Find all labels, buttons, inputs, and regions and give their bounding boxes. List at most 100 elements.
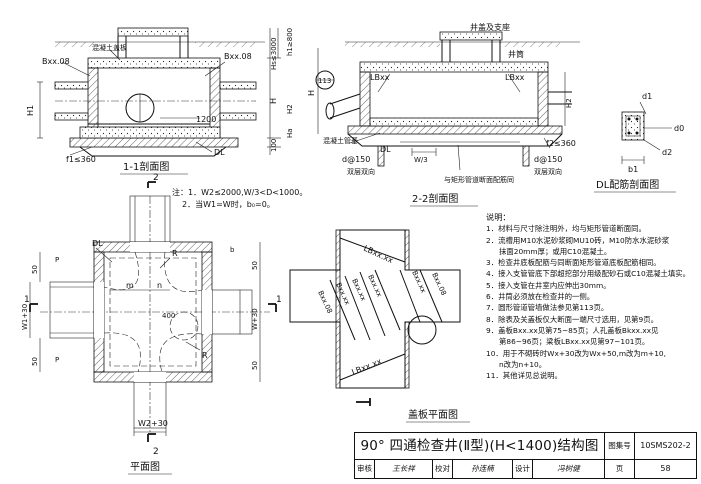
- label-b: b: [230, 246, 235, 254]
- label-w1-30: W1+30: [21, 304, 29, 330]
- note-item-4: 4．接入支管管底下部超挖部分用级配砂石或C10混凝土填实。: [486, 269, 691, 279]
- label-h2-11: H2: [286, 104, 294, 114]
- label-50-c: 50: [251, 261, 259, 270]
- figure-note-line-2: 2．当W1=W时，b₀=0。: [182, 199, 275, 209]
- label-well-cover: 井盖及支座: [470, 22, 510, 32]
- label-50-b: 50: [31, 357, 39, 366]
- label-n: n: [157, 281, 162, 290]
- atlas-number: 10SMS202-2: [635, 433, 696, 460]
- note-item-10-cont: n改为n+10。: [499, 359, 547, 369]
- note-item-9: 9．盖板Bxx.xx见第75~85页；人孔盖板Bkxx.xx见: [486, 325, 659, 335]
- label-1-left: 1: [24, 295, 30, 305]
- label-p-top: P: [55, 256, 59, 264]
- label-d0: d0: [674, 124, 684, 133]
- label-w2-30: W2+30: [138, 419, 168, 428]
- cover-plan: LBxx.xx LBxx.xx Bxx.08 Bxx.xx Bxx.xx Bxx…: [289, 229, 470, 423]
- label-pipe-base: 混凝土管基: [323, 136, 358, 145]
- review-name: 王长祥: [375, 460, 433, 478]
- figure-note-line-1: 注：1．W2≤2000,W/3<D<1000。: [172, 187, 307, 197]
- label-h-22: H: [307, 90, 316, 96]
- page-number: 58: [660, 464, 671, 473]
- label-d1: d1: [642, 92, 652, 101]
- label-2-top: 2: [153, 173, 159, 183]
- label-lbxx-right: LBxx: [505, 73, 525, 82]
- label-d150-left: d@150: [342, 155, 370, 164]
- note-item-1: 1．材料与尺寸除注明外，均与矩形管道断面同。: [486, 224, 646, 234]
- label-50-a: 50: [31, 265, 39, 274]
- note-item-2: 2．流槽用M10水泥砂浆砌MU10砖，M10防水水泥砂浆: [486, 235, 670, 245]
- note-item-6: 6．井筒必须放在检查井的一侧。: [486, 292, 595, 302]
- check-name: 孙连楠: [453, 460, 513, 478]
- label-concrete-cover: 混凝土盖板: [92, 43, 127, 52]
- label-f1: f1≤360: [66, 155, 96, 164]
- plan-view: 2 2 1 1 DL R R m n 400 W2+30 W1+30 W+30 …: [21, 173, 282, 475]
- label-w-30: W+30: [251, 308, 259, 330]
- label-p-bottom: P: [55, 356, 59, 364]
- dl-detail: d1 d2 d0 b1 DL配筋剖面图: [594, 92, 684, 193]
- note-item-8: 8．除表及关盖板仅大断面一端尺寸选用，见第9页。: [486, 314, 659, 324]
- note-item-11: 11．其他详见总说明。: [486, 371, 562, 381]
- page-label: 页: [605, 460, 635, 478]
- notes-block: 说明： 1．材料与尺寸除注明外，均与矩形管道断面同。 2．流槽用M10水泥砂浆砌…: [486, 212, 696, 381]
- section-1-1-title: 1-1剖面图: [123, 160, 169, 173]
- note-item-3: 3．检查井底板配筋与同断面矩形管道底板配筋相同。: [486, 258, 661, 268]
- cover-plan-title: 盖板平面图: [408, 408, 458, 421]
- figure-note: 注：1．W2≤2000,W/3<D<1000。 2．当W1=W时，b₀=0。: [172, 187, 307, 209]
- plan-view-title: 平面图: [130, 461, 160, 473]
- label-w3: W/3: [414, 156, 428, 164]
- label-bxx-08-cover-b: Bxx.08: [430, 271, 447, 296]
- check-label: 校对: [433, 460, 453, 478]
- label-well-shaft: 井筒: [508, 49, 524, 59]
- note-item-9-cont: 第86~96页；梁板LBxx.xx见第97~101页。: [499, 337, 650, 347]
- label-lbxx-cover-bottom: LBxx.xx: [350, 357, 383, 377]
- label-100: 100: [270, 139, 278, 152]
- label-113: 113: [318, 77, 331, 85]
- label-d2: d2: [662, 148, 672, 157]
- drawing-title: 90° 四通检查井(Ⅱ型)(H<1400)结构图: [355, 433, 605, 460]
- label-1200: 1200: [196, 115, 216, 124]
- label-bxx-xx-b: Bxx.xx: [350, 277, 367, 302]
- note-item-7: 7．圆形管道管墙做法参见第113页。: [486, 303, 609, 313]
- section-2-2-title: 2-2剖面图: [412, 192, 458, 205]
- label-b1: b1: [628, 165, 638, 174]
- note-item-2-cont: 抹面20mm厚；或用C10混凝土。: [499, 246, 612, 256]
- label-bxx-08-cover-a: Bxx.08: [316, 289, 333, 314]
- label-h1-800: h1≥800: [286, 28, 294, 56]
- label-same-as-rect: 与矩形管道断面配筋同: [444, 175, 514, 184]
- label-double-right: 双层双向: [534, 167, 562, 176]
- label-lbxx-cover-top: LBxx.xx: [362, 244, 395, 266]
- design-name: 冯树健: [533, 460, 605, 478]
- label-ha: Ha: [286, 128, 294, 138]
- label-400: 400: [162, 312, 175, 320]
- label-h1: H1: [26, 105, 35, 116]
- label-f2: f2≤360: [546, 139, 576, 148]
- label-r-bottom: R: [202, 351, 208, 360]
- note-item-10: 10．用于不砌砖时Wx+30改为Wx+50,m改为m+10,: [486, 348, 666, 358]
- note-item-5: 5．接入支管在井室内应伸出30mm。: [486, 280, 611, 290]
- section-1-1: Bxx.08 Bxx.08 混凝土盖板 1200 DL f1≤360 H1 Hs…: [26, 27, 294, 175]
- label-double-left: 双层双向: [347, 167, 375, 176]
- notes-heading: 说明：: [486, 212, 511, 222]
- label-bxx-08-right: Bxx.08: [224, 52, 252, 61]
- dl-detail-title: DL配筋剖面图: [596, 178, 659, 191]
- label-r-top: R: [172, 249, 178, 258]
- label-h-11: H: [269, 98, 278, 104]
- label-bxx-08-left: Bxx.08: [42, 57, 70, 66]
- title-block: 90° 四通检查井(Ⅱ型)(H<1400)结构图 图集号 10SMS202-2 …: [354, 432, 697, 479]
- label-d150-right: d@150: [534, 155, 562, 164]
- design-label: 设计: [513, 460, 533, 478]
- label-50-d: 50: [251, 361, 259, 370]
- label-h2-22: H2: [565, 98, 573, 108]
- atlas-label: 图集号: [605, 433, 635, 460]
- label-dl-11: DL: [214, 148, 225, 157]
- label-dl-22: DL: [380, 145, 391, 154]
- label-m: m: [126, 281, 134, 290]
- label-hs: Hs≤3000: [270, 37, 278, 70]
- label-2-bottom: 2: [153, 447, 159, 457]
- label-dl-plan: DL: [92, 239, 103, 248]
- review-label: 审核: [355, 460, 375, 478]
- label-lbxx-left: LBxx: [370, 73, 390, 82]
- section-2-2: 井盖及支座 井筒 LBxx LBxx 混凝土管基 d@150 d@150 DL …: [307, 22, 580, 207]
- label-1-right: 1: [276, 295, 282, 305]
